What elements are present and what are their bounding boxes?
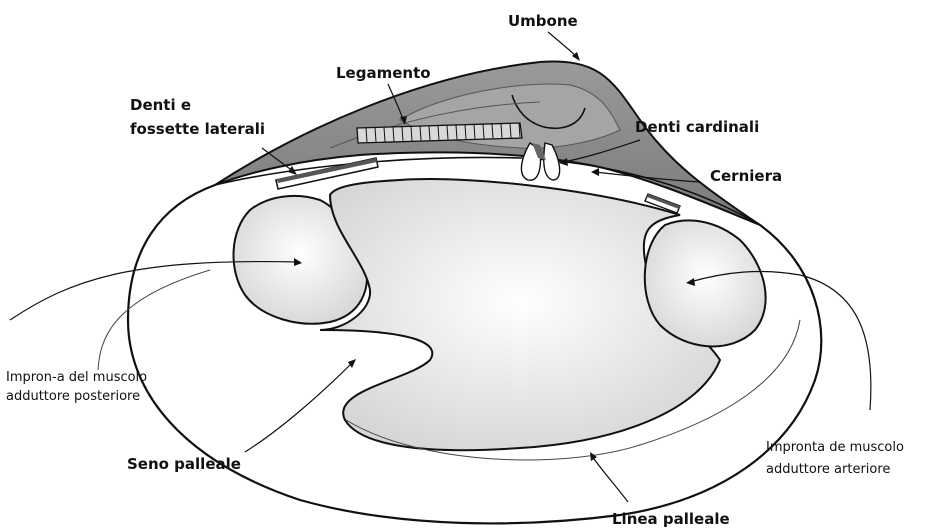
label-impronta-anteriore-2: adduttore arteriore [766,462,890,477]
label-denti-cardinali: Denti cardinali [635,118,759,136]
label-impronta-posteriore-1: Impron-a del muscolo [6,370,147,385]
cardinal-teeth [521,143,559,180]
label-linea-palleale: Linea palleale [612,510,730,528]
label-denti-e: Denti e [130,96,191,114]
label-impronta-posteriore-2: adduttore posteriore [6,389,140,404]
label-umbone: Umbone [508,12,578,30]
label-cerniera: Cerniera [710,167,782,185]
label-impronta-anteriore-1: Impronta de muscolo [766,440,904,455]
anterior-adductor-scar [645,220,766,346]
label-seno-palleale: Seno palleale [127,455,241,473]
label-legamento: Legamento [336,64,431,82]
label-fossette-laterali: fossette laterali [130,120,265,138]
